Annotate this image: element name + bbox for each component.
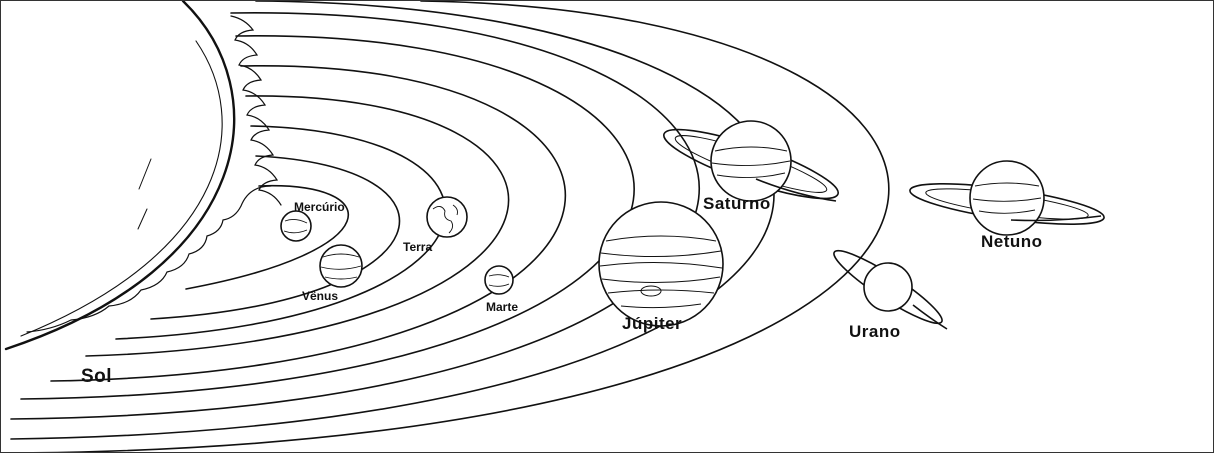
sun-surface-mark xyxy=(138,158,152,190)
orbit-jupiter xyxy=(50,65,566,382)
mars-texture xyxy=(488,274,510,287)
venus-planet xyxy=(319,244,363,288)
earth-continent xyxy=(432,204,458,234)
uranus-planet xyxy=(863,262,913,312)
neptune-ring-front xyxy=(1010,215,1102,222)
orbit-neptune xyxy=(10,1,775,440)
neptune-planet xyxy=(969,160,1045,236)
sun-inner-curve xyxy=(20,40,223,337)
mars-planet xyxy=(484,265,514,295)
jupiter-spot xyxy=(640,285,662,297)
orbit-venus xyxy=(150,155,401,320)
orbit-mercury xyxy=(185,184,349,290)
venus-label: Vênus xyxy=(302,289,339,303)
orbit-mars xyxy=(85,95,510,357)
jupiter-bands xyxy=(599,235,723,309)
saturn-label: Saturno xyxy=(703,194,771,213)
sun-limb xyxy=(4,1,236,351)
mercury-label: Mercúrio xyxy=(294,200,345,214)
sun-label: Sol xyxy=(81,366,113,387)
saturn-ring-front xyxy=(755,178,837,202)
jupiter-label: Júpiter xyxy=(622,314,683,333)
neptune-label: Netuno xyxy=(981,232,1043,251)
sun-surface-mark xyxy=(137,208,148,230)
uranus-ring-front xyxy=(912,304,948,330)
neptune-bands xyxy=(972,182,1042,214)
venus-texture xyxy=(320,253,362,280)
scallop-edge xyxy=(230,15,282,206)
orbit-lines xyxy=(4,1,890,452)
jupiter-planet xyxy=(598,201,724,327)
orbit-saturn xyxy=(20,35,635,400)
scallop-edge-lower xyxy=(26,185,272,333)
mercury-texture xyxy=(283,218,308,234)
planets xyxy=(280,120,1105,330)
orbit-outer xyxy=(25,1,890,452)
saturn-planet xyxy=(710,120,792,202)
mercury-planet xyxy=(280,210,312,242)
mars-label: Marte xyxy=(486,300,519,314)
saturn-bands xyxy=(711,146,791,179)
earth-planet xyxy=(426,196,468,238)
orbit-uranus xyxy=(10,12,700,420)
earth-label: Terra xyxy=(403,240,433,254)
uranus-label: Urano xyxy=(849,322,901,341)
